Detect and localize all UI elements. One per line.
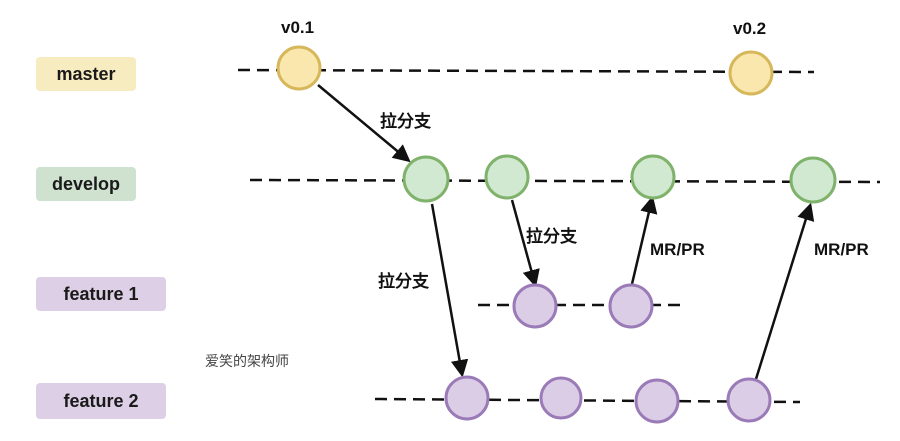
- label-mr-pr-feature-2: MR/PR: [814, 240, 869, 259]
- feature-2-commit-1: [444, 375, 490, 421]
- label-branch-to-feature-2: 拉分支: [378, 272, 429, 292]
- watermark-text: 爱笑的架构师: [205, 354, 289, 370]
- lane-label-develop-text: develop: [51, 173, 121, 194]
- feature-2-branch-line: [374, 397, 801, 404]
- lane-label-feature-1-text: feature 1: [63, 283, 139, 304]
- master-branch-line: [237, 68, 815, 74]
- lane-label-develop: develop: [36, 167, 136, 201]
- feature-2-commit-2: [539, 376, 583, 420]
- lane-label-feature-1: feature 1: [36, 277, 166, 311]
- lane-label-feature-2-text: feature 2: [63, 390, 139, 411]
- feature-2-commit-3: [634, 378, 680, 424]
- master-commit-v0-2: [728, 50, 774, 96]
- feature-1-commit-2: [608, 283, 654, 329]
- develop-commit-4: [789, 156, 837, 204]
- develop-commit-1: [402, 155, 450, 203]
- develop-commit-2: [484, 154, 530, 200]
- arrow-feature-2-merge: [754, 202, 815, 380]
- arrow-develop-to-feature-2: [430, 203, 469, 378]
- feature-1-commit-1: [512, 283, 558, 329]
- label-mr-pr-feature-1: MR/PR: [650, 240, 705, 259]
- tag-v0-1: v0.1: [281, 18, 315, 37]
- arrow-feature-1-merge: [630, 195, 658, 285]
- develop-commit-3: [630, 154, 676, 200]
- tag-v0-2: v0.2: [733, 19, 767, 38]
- arrow-develop-to-feature-1: [510, 199, 540, 288]
- master-commit-v0-1: [276, 45, 322, 91]
- arrow-master-to-develop: [317, 84, 411, 163]
- lane-label-master: master: [36, 57, 136, 91]
- lane-label-feature-2: feature 2: [36, 383, 166, 419]
- feature-2-commit-4: [726, 377, 772, 423]
- label-branch-to-feature-1: 拉分支: [526, 227, 577, 247]
- develop-branch-line: [249, 178, 881, 184]
- label-branch-from-master: 拉分支: [380, 112, 431, 132]
- lane-label-master-text: master: [56, 63, 116, 84]
